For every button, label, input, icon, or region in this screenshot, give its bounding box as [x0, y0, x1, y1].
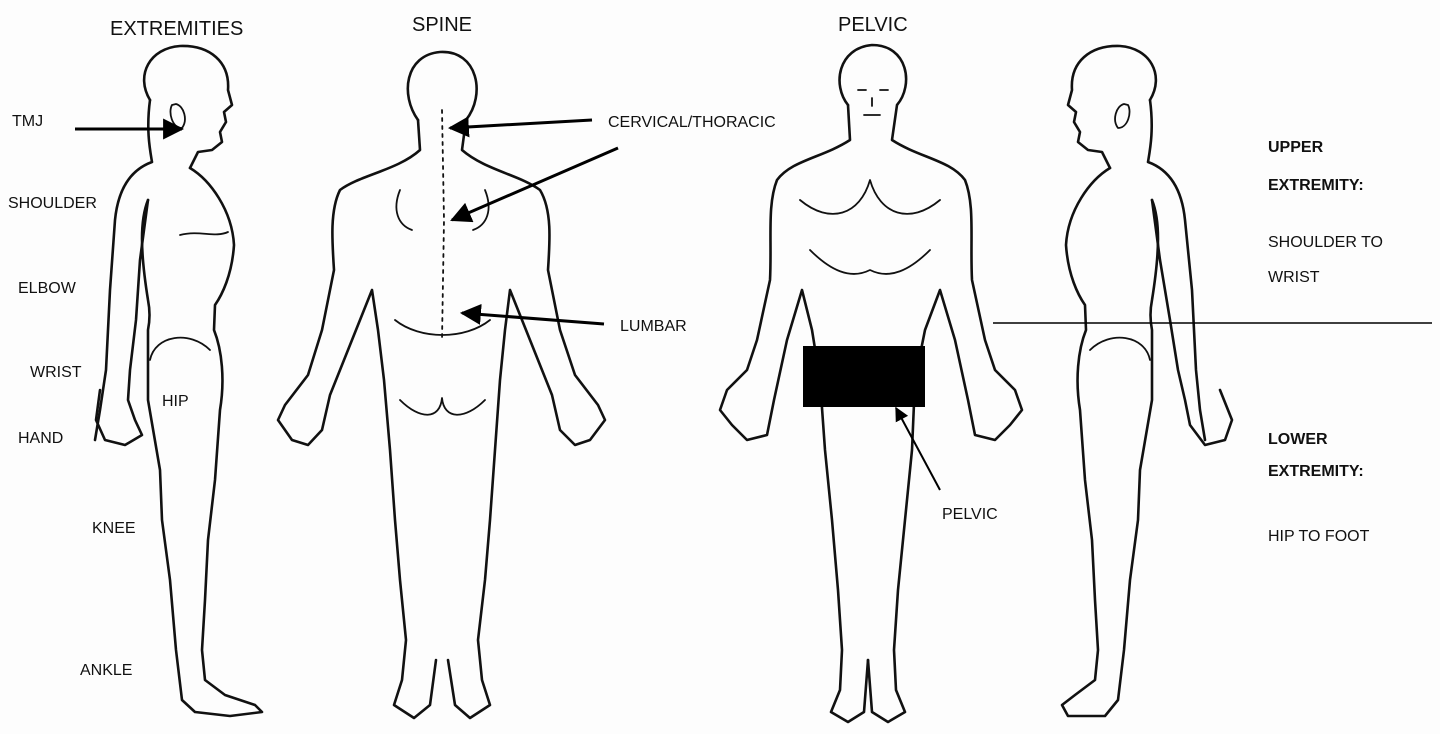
header-pelvic: PELVIC: [838, 13, 908, 37]
side-figure-right-hip-line: [1090, 338, 1150, 360]
header-extremities: EXTREMITIES: [110, 17, 243, 41]
side-figure-left-chest: [180, 232, 228, 235]
legend-upper-title-1: UPPER: [1268, 138, 1323, 158]
label-hand: HAND: [18, 429, 63, 449]
legend-upper-desc-1: SHOULDER TO: [1268, 233, 1383, 253]
side-figure-right-torso: [1062, 100, 1205, 716]
pelvic-arrow: [896, 408, 940, 490]
label-shoulder: SHOULDER: [8, 194, 97, 214]
front-figure-chest: [800, 180, 940, 274]
legend-lower-desc: HIP TO FOOT: [1268, 527, 1369, 547]
side-figure-right-ear: [1115, 104, 1129, 128]
back-figure-spine-dots: [442, 110, 444, 340]
header-spine: SPINE: [412, 13, 472, 37]
legend-upper-title-2: EXTREMITY:: [1268, 176, 1364, 196]
label-ankle: ANKLE: [80, 661, 132, 681]
side-figure-left-arm: [96, 200, 148, 445]
thoracic-arrow: [452, 148, 618, 220]
back-figure-head: [408, 52, 605, 718]
lumbar-arrow: [462, 313, 604, 324]
label-wrist: WRIST: [30, 363, 82, 383]
legend-lower-title-1: LOWER: [1268, 430, 1328, 450]
legend-upper-desc-2: WRIST: [1268, 268, 1320, 288]
side-figure-left: [95, 46, 262, 716]
side-figure-left-ear: [170, 104, 184, 128]
back-figure-left-side: [278, 120, 436, 718]
legend-lower-title-2: EXTREMITY:: [1268, 462, 1364, 482]
side-figure-left-head: [144, 46, 232, 168]
back-figure: [278, 52, 605, 718]
front-figure-face: [858, 90, 888, 115]
front-figure-left-side: [720, 105, 868, 722]
side-figure-left-hip-line: [150, 338, 210, 360]
label-elbow: ELBOW: [18, 279, 76, 299]
side-figure-right: [1062, 46, 1232, 716]
redaction-box: [803, 346, 925, 407]
label-knee: KNEE: [92, 519, 136, 539]
cervical-arrow: [450, 120, 592, 128]
label-tmj: TMJ: [12, 112, 43, 132]
label-hip: HIP: [162, 392, 189, 412]
label-pelvic: PELVIC: [942, 505, 998, 525]
side-figure-right-head: [1068, 46, 1156, 168]
label-lumbar: LUMBAR: [620, 317, 687, 337]
label-cervical-thoracic: CERVICAL/THORACIC: [608, 113, 776, 133]
